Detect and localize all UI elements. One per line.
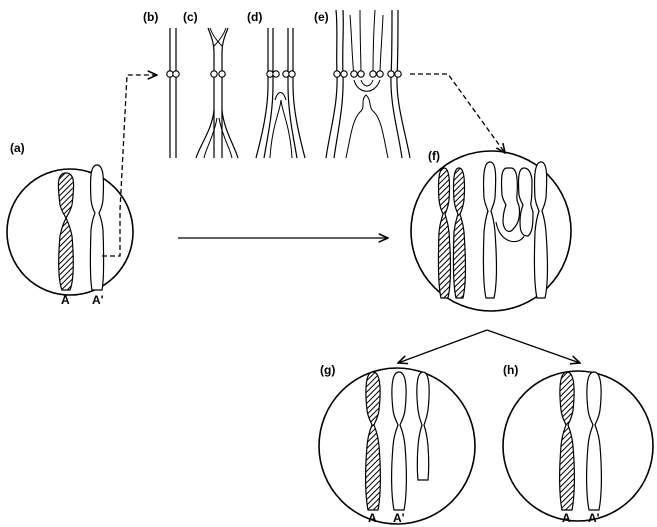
panel-h-a-prime-label: A' — [588, 511, 600, 525]
panel-f-label: (f) — [428, 149, 440, 163]
chromosome-a-label: A — [61, 293, 70, 307]
panel-h-label: (h) — [503, 363, 518, 377]
arrow-f-to-h — [487, 330, 580, 363]
panel-e-label: (e) — [314, 10, 329, 24]
panel-g: (g) A A' — [319, 363, 475, 525]
panel-h-a-label: A — [562, 511, 571, 525]
panel-g-a-label: A — [368, 511, 377, 525]
panel-b: (b) — [143, 10, 179, 158]
panel-g-a-prime-label: A' — [393, 511, 405, 525]
panel-e: (e) — [314, 10, 410, 158]
panel-c: (c) — [183, 10, 238, 158]
panel-h-circle — [503, 371, 653, 521]
panel-a-label: (a) — [10, 141, 25, 155]
panel-b-label: (b) — [143, 10, 158, 24]
chromosome-a-prime — [90, 165, 103, 290]
dashed-arrow-a-to-b — [102, 75, 157, 256]
panel-f: (f) — [411, 149, 571, 311]
panel-d-label: (d) — [247, 10, 262, 24]
panel-c-label: (c) — [183, 10, 198, 24]
panel-h: (h) A A' — [503, 363, 653, 525]
chromosome-a-prime-label: A' — [92, 293, 104, 307]
chromosome-a — [58, 173, 73, 290]
panel-a: (a) A A' — [7, 141, 133, 307]
arrow-f-to-g — [398, 330, 487, 363]
dashed-arrow-e-to-f — [410, 74, 505, 153]
panel-g-label: (g) — [320, 363, 335, 377]
panel-d: (d) — [247, 10, 305, 158]
